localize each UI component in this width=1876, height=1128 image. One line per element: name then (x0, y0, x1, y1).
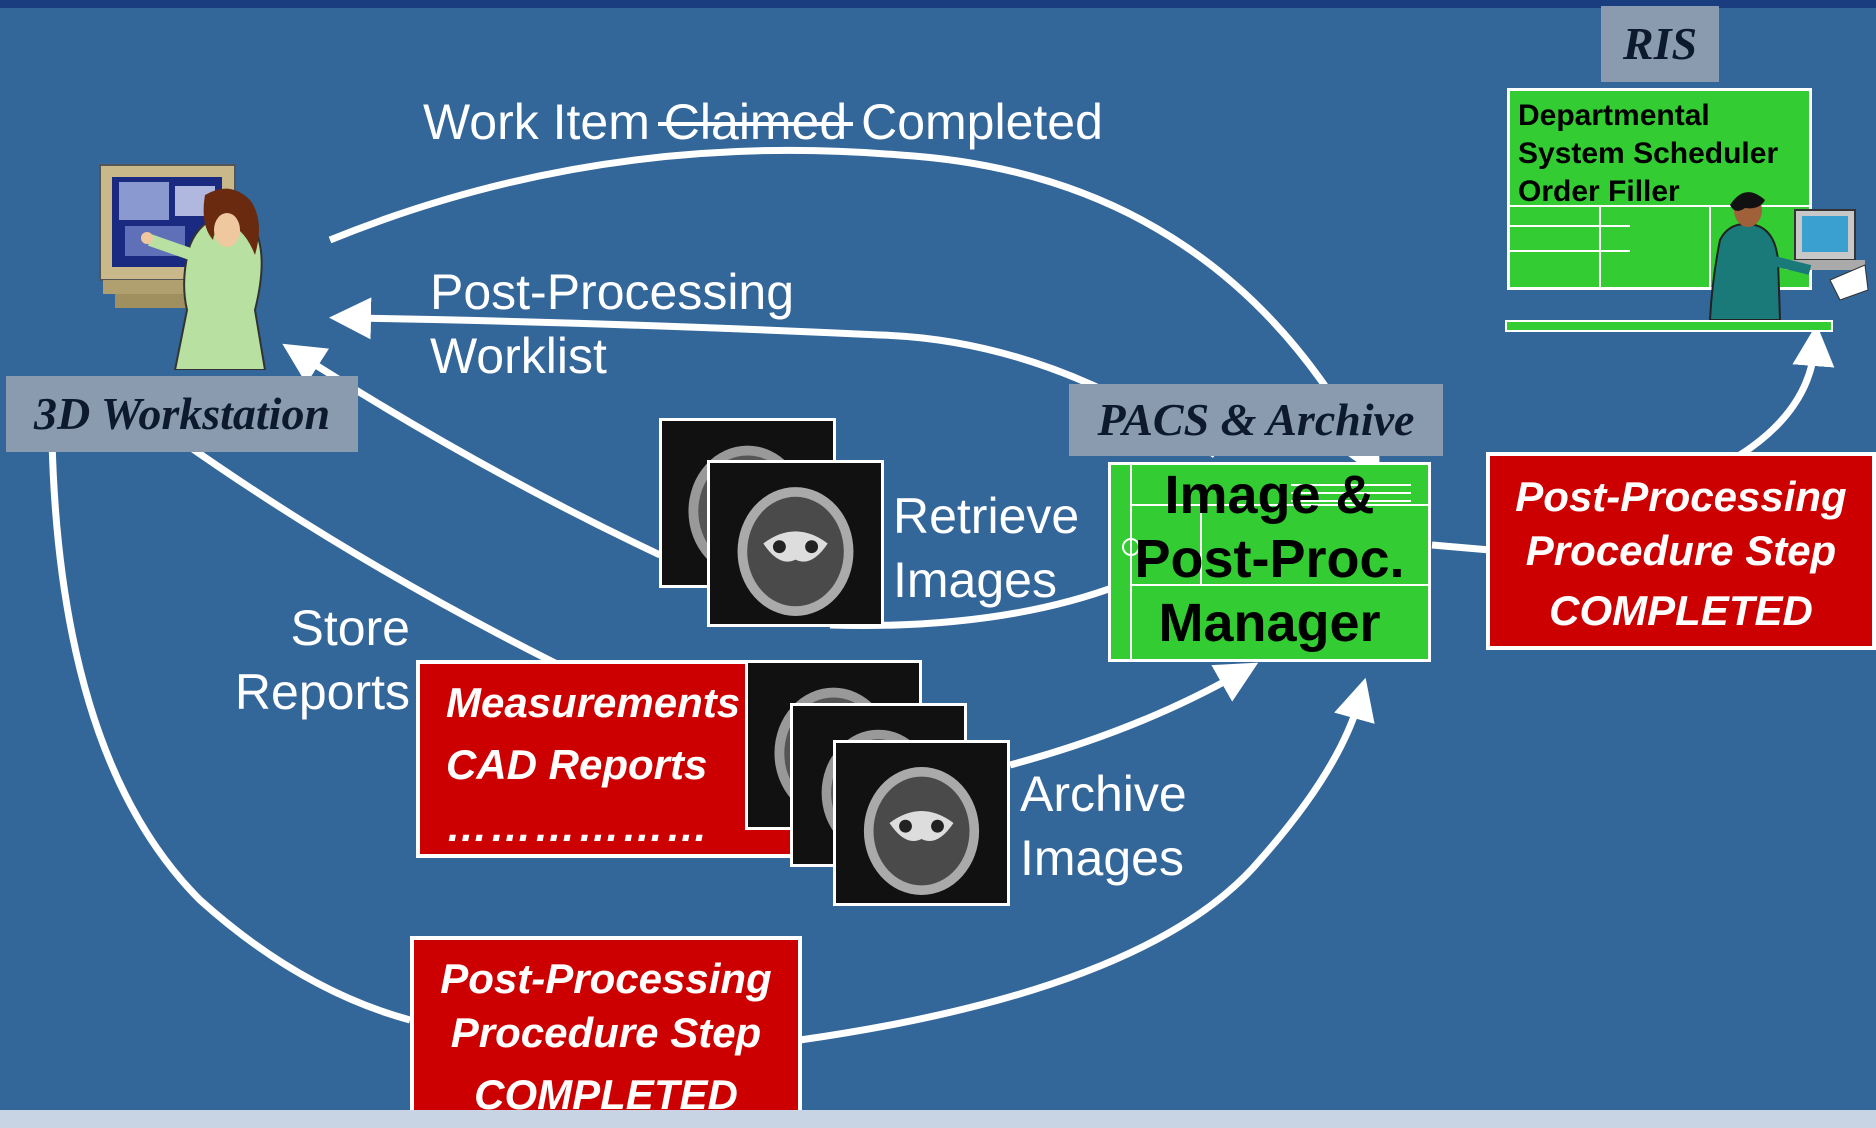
manager-schematic-icon (1122, 465, 1428, 659)
manager-line3: Manager (1158, 593, 1381, 653)
ris-line3: Order Filler (1518, 175, 1680, 208)
ct-image-retrieve-front (707, 460, 884, 627)
pp-step-bottom-line1: Post-Processing (440, 955, 772, 1002)
ris-panel: Departmental System Scheduler Order Fill… (1507, 88, 1812, 290)
arrow-step-pacs (799, 677, 1375, 1044)
image-postproc-manager: Image & Post-Proc. Manager (1108, 462, 1431, 662)
pp-step-ris-line3: COMPLETED (1549, 587, 1813, 634)
retrieve-images-label: Retrieve Images (893, 484, 1079, 612)
arrow-pacs-red (1431, 541, 1491, 554)
work-item-claimed-struck: Claimed (657, 90, 854, 154)
reports-line-dots: ……………… (446, 803, 710, 850)
archive-line1: Archive (1020, 766, 1187, 822)
radiologist-workstation-icon (99, 164, 267, 370)
ris-worker-icon (1708, 192, 1869, 320)
retrieve-line1: Retrieve (893, 488, 1080, 544)
work-item-label: Work Item Claimed Completed (423, 90, 1103, 154)
arrow-work-item-completed (328, 146, 1380, 479)
store-reports-label: Store Reports (220, 596, 410, 724)
work-item-prefix: Work Item (423, 94, 650, 150)
pp-step-ris-line2: Procedure Step (1525, 527, 1837, 574)
top-band (0, 0, 1876, 8)
manager-line2: Post-Proc. (1134, 529, 1405, 589)
bottom-strip (0, 1110, 1876, 1128)
store-line1: Store (290, 600, 410, 656)
reports-line-cad: CAD Reports (446, 741, 708, 788)
store-line2: Reports (234, 664, 410, 720)
pp-step-bottom-box: Post-Processing Procedure Step COMPLETED (410, 936, 802, 1128)
work-item-suffix: Completed (861, 94, 1103, 150)
reports-line-measurements: Measurements (446, 679, 741, 726)
pp-step-bottom-line2: Procedure Step (450, 1009, 762, 1056)
arrow-archive (1009, 662, 1259, 769)
worklist-label: Post-Processing Worklist (430, 260, 794, 388)
pp-step-ris-box: Post-Processing Procedure Step COMPLETED (1486, 452, 1876, 650)
retrieve-line2: Images (893, 552, 1057, 608)
ris-label: RIS (1601, 6, 1719, 82)
arrow-to-ris (1738, 324, 1835, 458)
ris-base-bar (1505, 320, 1833, 332)
pacs-label: PACS & Archive (1069, 384, 1443, 456)
reports-box: Measurements CAD Reports ……………… (416, 660, 800, 858)
manager-line1: Image & (1164, 465, 1375, 525)
ct-image-archive-3 (833, 740, 1010, 906)
worklist-line2: Worklist (430, 328, 607, 384)
arrow-bottom-step (48, 439, 411, 1024)
arrow-store (177, 437, 557, 667)
worklist-line1: Post-Processing (430, 264, 795, 320)
archive-images-label: Archive Images (1020, 762, 1187, 890)
ris-line1: Departmental (1518, 99, 1710, 132)
ris-line2: System Scheduler (1518, 137, 1779, 170)
workstation-label: 3D Workstation (6, 376, 358, 452)
archive-line2: Images (1020, 830, 1184, 886)
pp-step-ris-line1: Post-Processing (1515, 473, 1847, 520)
